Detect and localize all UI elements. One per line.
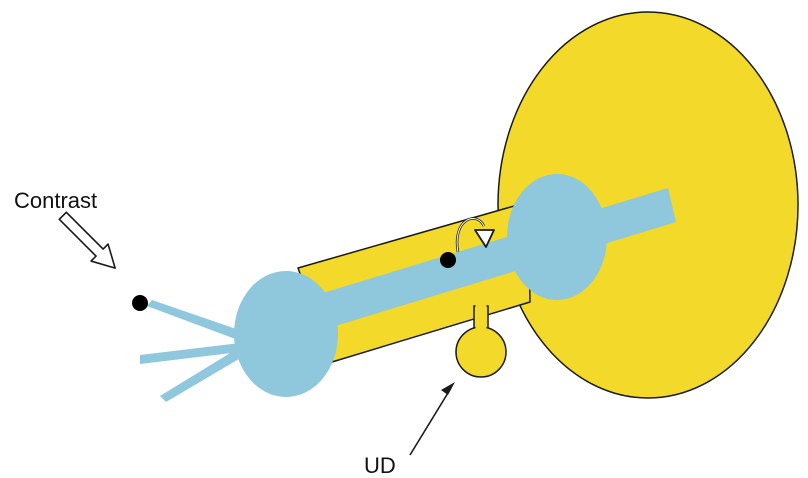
contrast-hollow-arrow-icon [58, 211, 116, 269]
catheter-dot [440, 252, 456, 268]
ud-pointer-arrowhead [441, 382, 455, 395]
pouch-stem-cover [475, 303, 487, 333]
blue-branch-middle [140, 343, 240, 364]
blue-branch-upper [147, 300, 242, 340]
blue-branch-lower [160, 347, 244, 402]
pouch-bulb [455, 326, 507, 378]
blue-bulb-left [234, 271, 338, 397]
ud-label: UD [364, 453, 396, 478]
ud-pointer-line [409, 387, 452, 456]
contrast-entry-dot [132, 295, 148, 311]
contrast-label: Contrast [14, 188, 97, 213]
rotation-arrowhead [474, 229, 495, 248]
blue-bulb-right [507, 174, 607, 300]
